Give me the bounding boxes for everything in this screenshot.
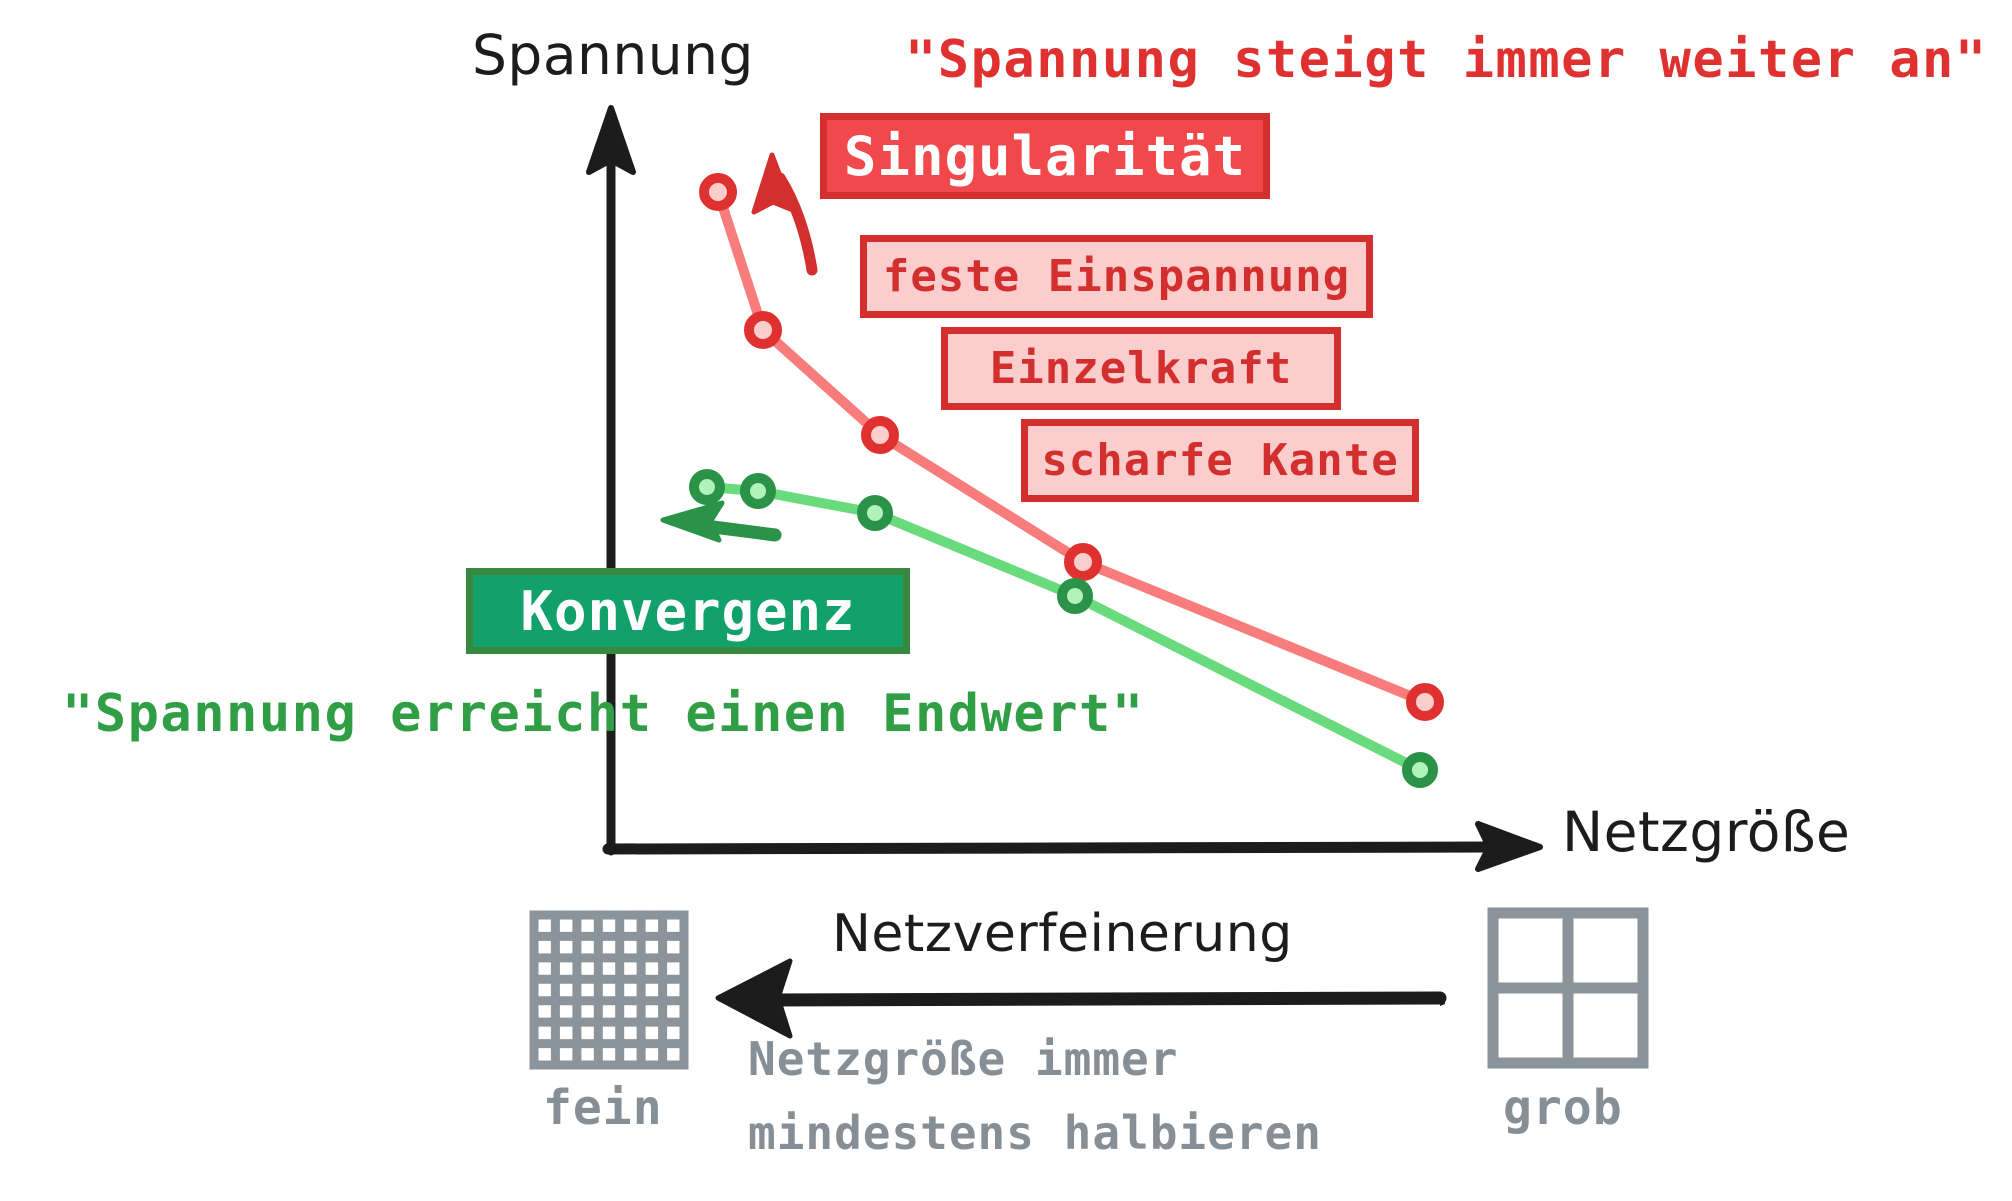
coarse-mesh-icon — [1487, 907, 1649, 1069]
convergence-box: Konvergenz — [466, 568, 910, 654]
refinement-note-line-1: Netzgröße immer — [748, 1032, 1179, 1086]
singularity-box: Singularität — [820, 113, 1270, 199]
mesh-refinement-arrow-icon — [715, 958, 1447, 1039]
cause-box-sharp-edge: scharfe Kante — [1021, 419, 1419, 502]
x-axis-arrowhead — [1475, 821, 1543, 872]
convergence-box-label: Konvergenz — [520, 579, 856, 643]
fine-mesh-label: fein — [543, 1080, 663, 1136]
convergence-arrow-icon — [660, 500, 782, 543]
cause-label: Einzelkraft — [989, 343, 1293, 394]
data-point — [1057, 578, 1093, 614]
cause-label: feste Einspannung — [882, 251, 1351, 302]
singularity-box-label: Singularität — [843, 124, 1247, 188]
data-point — [1406, 683, 1444, 721]
x-axis-label: Netzgröße — [1562, 800, 1851, 864]
stress-rising-arrow-icon — [751, 152, 818, 276]
mesh-refinement-label: Netzverfeinerung — [832, 904, 1293, 964]
fine-mesh-icon — [529, 910, 689, 1070]
data-point — [1402, 752, 1438, 788]
cause-label: scharfe Kante — [1041, 435, 1399, 486]
data-point — [740, 473, 776, 509]
refinement-note-line-2: mindestens halbieren — [748, 1106, 1322, 1160]
y-axis-label: Spannung — [472, 23, 754, 87]
singularity-markers — [699, 173, 1444, 721]
cause-box-point-load: Einzelkraft — [941, 327, 1341, 410]
data-point — [689, 469, 725, 505]
x-axis-line — [602, 841, 1498, 855]
coarse-mesh-label: grob — [1503, 1080, 1623, 1136]
data-point — [744, 311, 782, 349]
data-point — [857, 495, 893, 531]
convergence-quote: "Spannung erreicht einen Endwert" — [62, 684, 1145, 744]
data-point — [861, 416, 899, 454]
data-point — [699, 173, 737, 211]
cause-box-fixed-support: feste Einspannung — [860, 235, 1373, 318]
convergence-markers — [689, 469, 1438, 788]
data-point — [1064, 543, 1102, 581]
y-axis-arrowhead — [586, 105, 636, 175]
rising-stress-quote: "Spannung steigt immer weiter an" — [905, 30, 1988, 90]
